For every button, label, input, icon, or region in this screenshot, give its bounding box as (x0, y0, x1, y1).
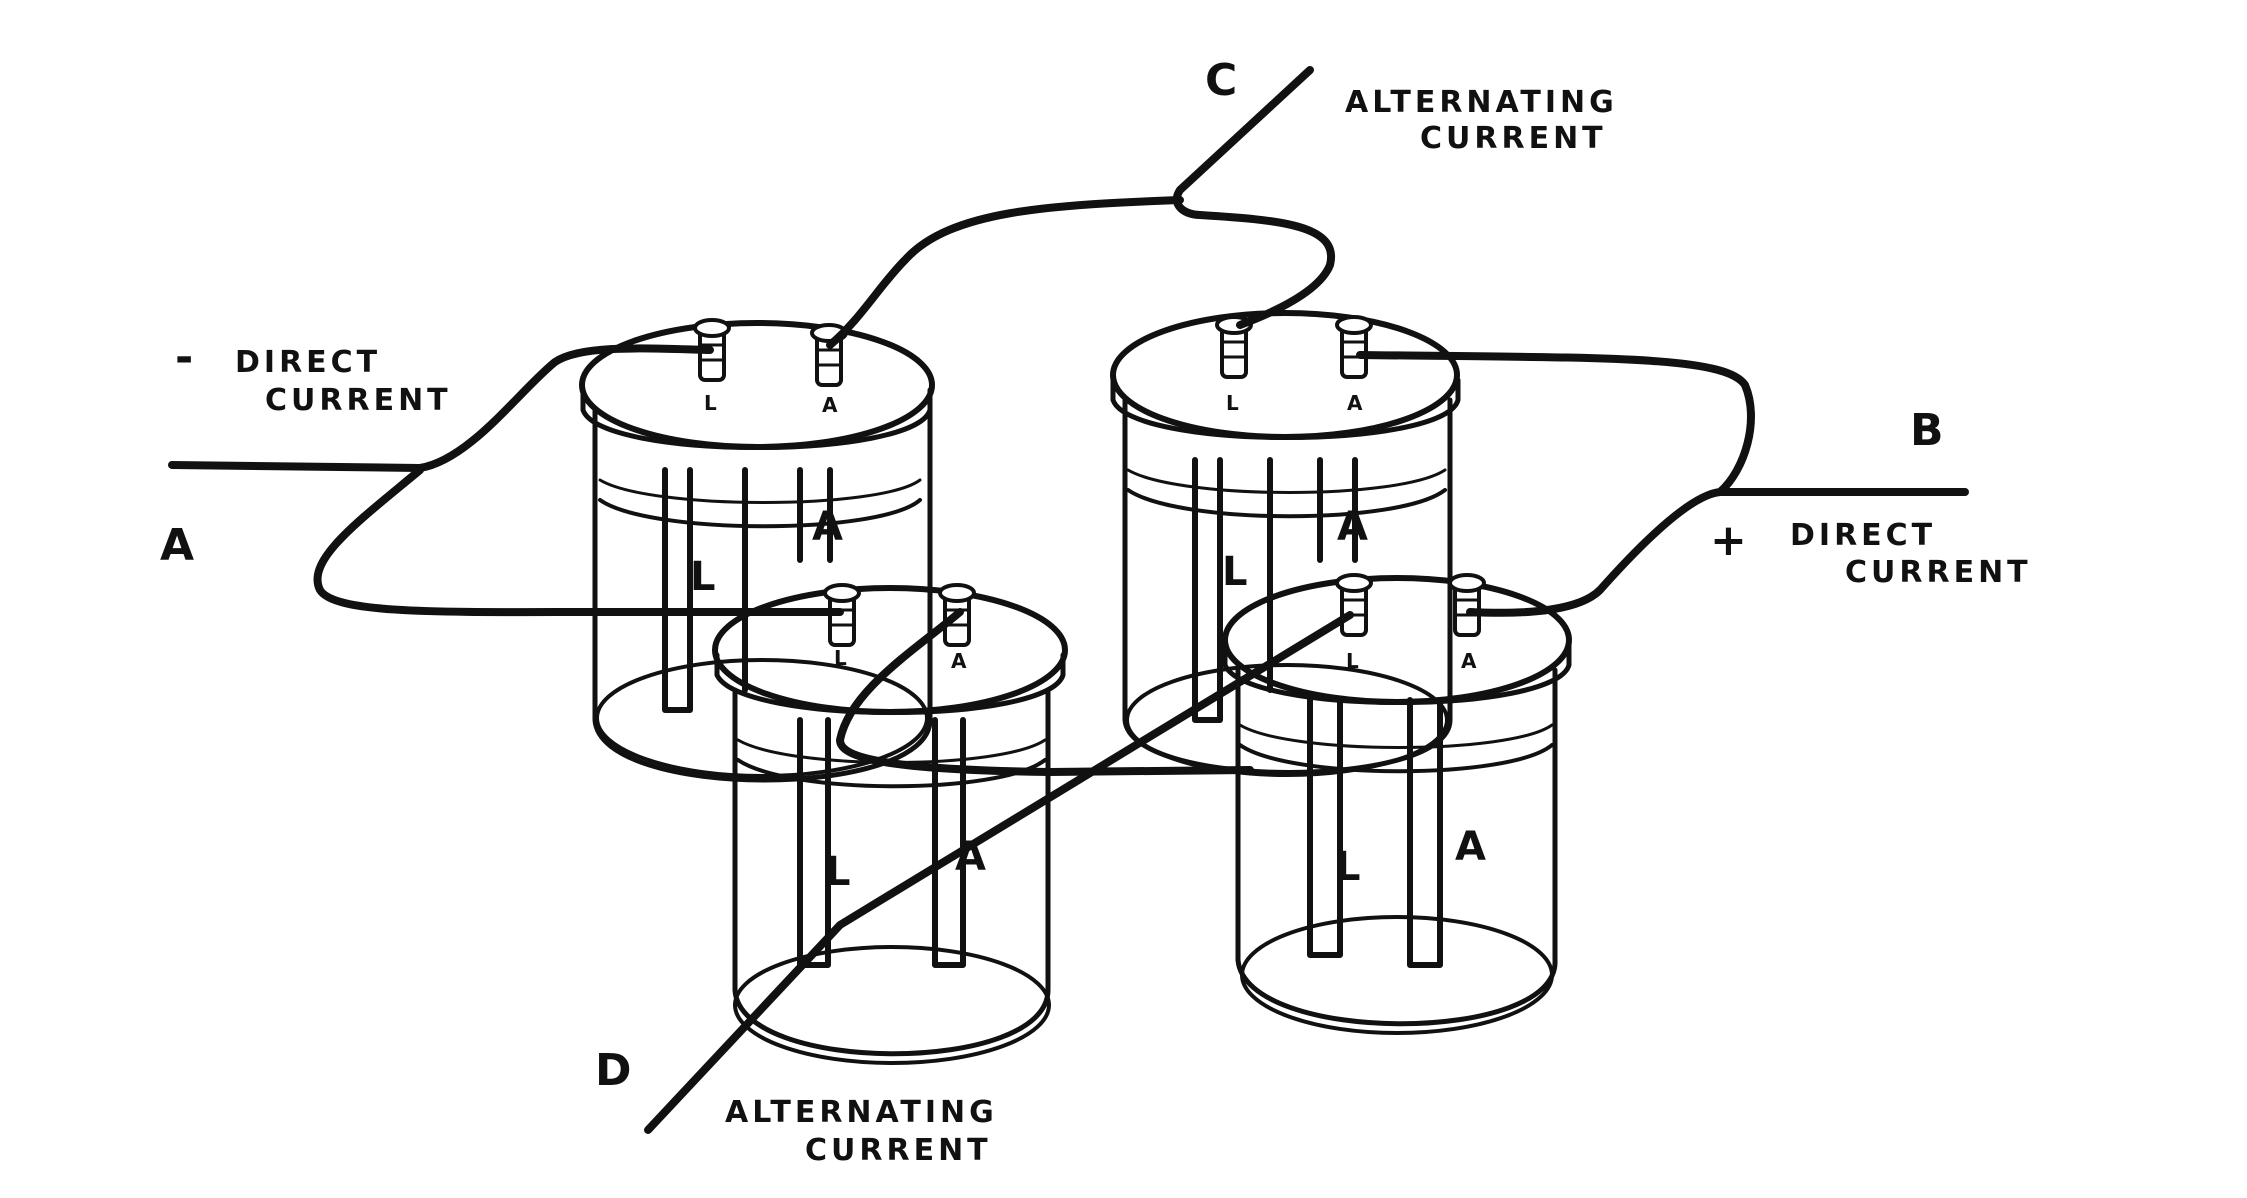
binding-post-l (823, 583, 861, 647)
wire-b-positive-dc (1466, 488, 1969, 617)
point-b-label: B (1910, 405, 1944, 456)
point-c-label: C (1205, 55, 1237, 106)
terminal-label-a: A (1347, 391, 1363, 415)
point-d-label: D (595, 1045, 632, 1096)
wire-c-to-back-right-l (1196, 211, 1336, 329)
plate-label-left: L (690, 554, 716, 600)
plate-label-left: L (825, 849, 851, 895)
current-label-left: CURRENT (265, 383, 452, 418)
wire-c-ac (1172, 66, 1314, 219)
current-label-bottom: CURRENT (805, 1133, 992, 1168)
binding-post-l (1335, 573, 1373, 637)
wire-d-branch (836, 608, 1254, 776)
direct-label-right: DIRECT (1790, 518, 1936, 553)
wire-b-loop (1356, 351, 1755, 496)
wiring (168, 66, 1969, 1134)
terminal-label-a: A (951, 649, 967, 673)
plus-symbol: + (1710, 515, 1747, 566)
terminal-label-l: L (704, 391, 717, 415)
minus-symbol: - (175, 332, 193, 383)
terminal-label-l: L (834, 646, 847, 670)
alternating-label-bottom: ALTERNATING (725, 1095, 998, 1130)
wire-a-negative-dc (168, 344, 714, 472)
binding-post-a (1335, 315, 1373, 379)
alternating-label-top: ALTERNATING (1345, 85, 1618, 120)
plate-label-right: A (1455, 824, 1486, 870)
plate-label-left: L (1335, 844, 1361, 890)
direct-label-left: DIRECT (235, 345, 381, 380)
labels: - DIRECT CURRENT A C ALTERNATING CURRENT… (160, 55, 2032, 1168)
cell-front-left: L A L A (712, 583, 1068, 1065)
wire-a-loop (313, 466, 844, 617)
terminal-label-l: L (1226, 391, 1239, 415)
cell-back-right: L A L A (1110, 310, 1461, 777)
point-a-label: A (160, 520, 194, 571)
plate-label-right: A (1337, 504, 1368, 550)
terminal-label-a: A (1461, 649, 1477, 673)
plate-label-left: L (1222, 549, 1248, 595)
current-label-right: CURRENT (1845, 555, 2032, 590)
plate-label-right: A (812, 504, 843, 550)
terminal-label-l: L (1346, 649, 1359, 673)
cell-front-right: L A L A (1222, 573, 1572, 1035)
wire-d-ac (644, 611, 1354, 1134)
wire-c-to-back-left-a (826, 196, 1184, 349)
terminal-label-a: A (822, 393, 838, 417)
current-label-top: CURRENT (1420, 121, 1607, 156)
cell-back-left: L A L A (579, 318, 935, 783)
binding-post-a (1448, 573, 1486, 637)
